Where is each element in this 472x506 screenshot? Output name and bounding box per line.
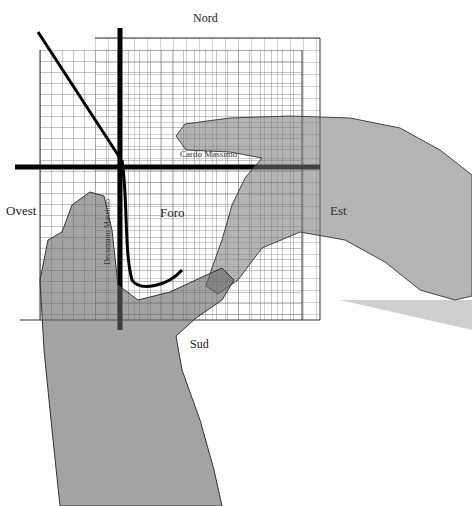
compass-label: Nord: [193, 12, 218, 24]
place-label: Foro: [160, 206, 185, 219]
compass-label: Ovest: [6, 204, 36, 217]
compass-label: Sud: [190, 338, 209, 350]
sleeve: [340, 300, 472, 330]
street-label: Decumano Massimo: [104, 199, 112, 265]
street-label: Cardo Massimo: [180, 150, 237, 159]
compass-label: Est: [330, 204, 347, 217]
diagonal-road: [38, 32, 120, 158]
left-hand: [40, 192, 234, 506]
curved-road: [122, 160, 182, 286]
